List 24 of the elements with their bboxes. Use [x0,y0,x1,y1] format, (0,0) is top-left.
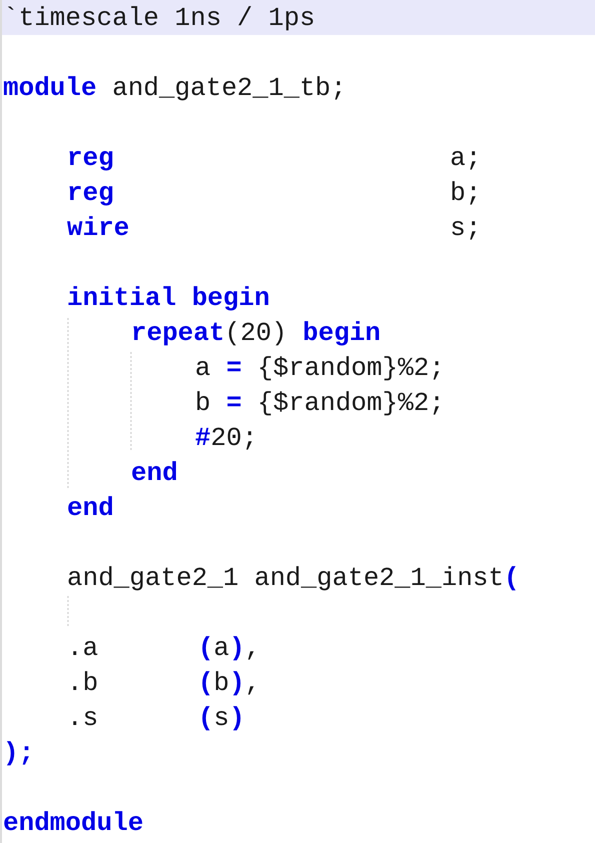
code-text: `timescale 1ns / 1ps [3,2,316,34]
code-text: ); [3,737,34,769]
code-text: #20; [195,422,258,454]
code-text: and_gate2_1 and_gate2_1_inst( [67,562,520,594]
code-text: (s) [198,702,245,734]
code-text: (b), [198,667,260,699]
code-text: .s [67,702,98,734]
code-text: initial begin [67,282,270,314]
code-text: .b [67,667,98,699]
code-text: .a [67,632,98,664]
code-text: b; [450,177,482,209]
code-text: module and_gate2_1_tb; [3,72,346,104]
code-text: s; [450,212,482,244]
code-text: a = {$random}%2; [195,352,445,384]
code-text: end [131,457,178,489]
code-text: reg [67,142,114,174]
code-text: a; [450,142,482,174]
code-text: wire [67,212,130,244]
code-text: (a), [198,632,260,664]
code-text: end [67,492,114,524]
code-text: repeat(20) begin [131,317,381,349]
code-text: b = {$random}%2; [195,387,445,419]
code-text: reg [67,177,114,209]
code-text: endmodule [3,807,144,839]
